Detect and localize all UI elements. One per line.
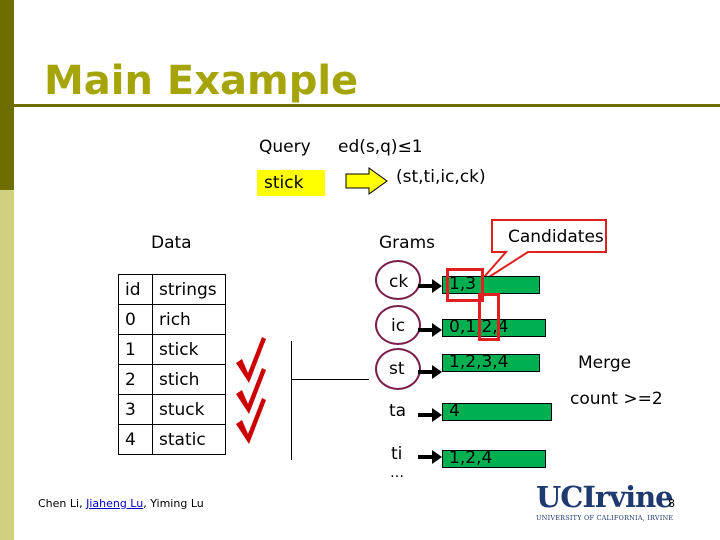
table-cell-id: 3	[118, 394, 153, 425]
inverted-list-bar: 1,2,3,4	[442, 352, 540, 372]
uci-logo-subtitle: UNIVERSITY OF CALIFORNIA, IRVINE	[536, 514, 674, 522]
table-row: 1 stick	[118, 334, 226, 365]
candidate-box-2	[478, 293, 500, 341]
uci-logo: UCIrvine	[536, 480, 674, 514]
table-header-id: id	[118, 274, 153, 305]
table-cell-id: 2	[118, 364, 153, 395]
author-name: Chen Li,	[38, 497, 87, 510]
connector-vertical-line	[291, 341, 292, 460]
gram-label: st	[389, 359, 405, 379]
checkmark-icon	[236, 337, 266, 383]
table-cell-string: rich	[152, 304, 226, 335]
table-row: 2 stich	[118, 364, 226, 395]
table-row: 0 rich	[118, 304, 226, 335]
inverted-list-bar: 4	[442, 401, 552, 421]
inverted-list-values: 1,2,4	[449, 448, 493, 468]
gram-label: ck	[389, 272, 409, 292]
table-cell-string: stick	[152, 334, 226, 365]
sidebar-bottom-bar	[0, 190, 14, 540]
gram-highlight-ellipse	[375, 305, 421, 345]
table-header-row: id strings	[118, 274, 226, 305]
merge-label: Merge	[578, 353, 632, 373]
page-number: 8	[668, 497, 675, 510]
table-row: 3 stuck	[118, 394, 226, 425]
grams-header: Grams	[379, 233, 435, 253]
title-underline	[14, 104, 720, 107]
gram-highlight-ellipse	[375, 260, 421, 300]
table-cell-id: 0	[118, 304, 153, 335]
inverted-list-values: 1,2,3,4	[449, 352, 509, 372]
count-threshold-label: count >=2	[570, 389, 663, 409]
table-header-strings: strings	[152, 274, 226, 305]
query-condition: ed(s,q)≤1	[338, 137, 423, 157]
table-cell-id: 1	[118, 334, 153, 365]
inverted-list-bar: 0,1,2,4	[442, 317, 546, 337]
data-header: Data	[151, 233, 192, 253]
gram-ellipsis: …	[390, 465, 404, 481]
table-cell-id: 4	[118, 424, 153, 455]
inverted-list-values: 4	[449, 401, 460, 421]
query-label: Query	[259, 137, 311, 157]
sidebar-top-bar	[0, 0, 14, 190]
author-link[interactable]: Jiaheng Lu	[86, 497, 144, 510]
data-table: id strings 0 rich 1 stick 2 stich 3 stuc…	[118, 274, 226, 455]
slide-title: Main Example	[44, 58, 359, 104]
right-arrow-icon	[345, 167, 388, 195]
gram-highlight-ellipse	[375, 348, 421, 390]
table-cell-string: static	[152, 424, 226, 455]
author-name: , Yiming Lu	[143, 497, 204, 510]
query-grams: (st,ti,ic,ck)	[396, 167, 486, 187]
checkmark-icon	[236, 368, 266, 414]
candidates-label: Candidates	[508, 227, 604, 247]
inverted-list-bar: 1,2,4	[442, 448, 546, 468]
table-row: 4 static	[118, 424, 226, 455]
inverted-list-values: 1,3	[449, 274, 477, 294]
query-string: stick	[264, 173, 304, 193]
gram-label: ta	[389, 401, 407, 421]
connector-horizontal-line	[291, 379, 369, 380]
gram-label: ti	[391, 444, 403, 464]
candidates-callout	[477, 219, 607, 285]
gram-arrows	[418, 279, 442, 464]
candidate-box-1	[446, 268, 484, 302]
footer-authors: Chen Li, Jiaheng Lu, Yiming Lu	[38, 497, 204, 510]
checkmark-icon	[236, 398, 266, 444]
gram-label: ic	[391, 316, 406, 336]
table-cell-string: stich	[152, 364, 226, 395]
query-string-box: stick	[257, 170, 325, 196]
table-cell-string: stuck	[152, 394, 226, 425]
